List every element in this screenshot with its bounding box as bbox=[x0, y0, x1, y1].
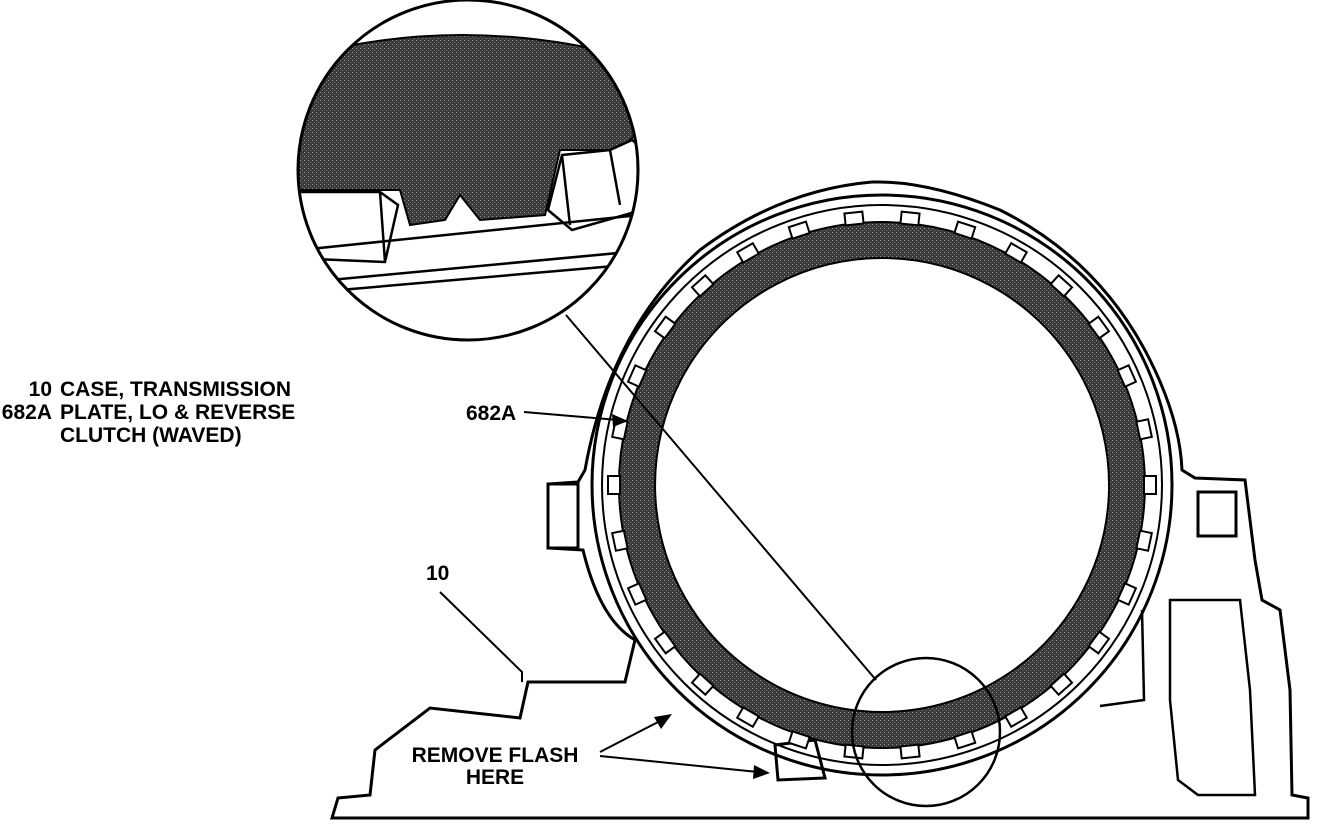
callout-682a-label: 682A bbox=[466, 402, 516, 425]
plate-lug bbox=[735, 241, 761, 264]
zoom-lug-left bbox=[298, 190, 400, 264]
remove-flash-leader-1 bbox=[599, 719, 663, 753]
plate-lug bbox=[1135, 529, 1154, 552]
callout-682a-leader bbox=[523, 411, 619, 421]
plate-lug bbox=[953, 730, 977, 750]
plate-lug bbox=[787, 730, 811, 750]
plate-lug bbox=[787, 220, 811, 240]
plate-lug bbox=[690, 672, 715, 697]
callout-10-label: 10 bbox=[426, 562, 449, 585]
plate-lug bbox=[653, 315, 677, 340]
legend-text: CASE, TRANSMISSION bbox=[60, 378, 292, 401]
callout-10-leader bbox=[439, 591, 523, 682]
remove-flash-label-line2: HERE bbox=[466, 766, 524, 789]
zoom-plate-section bbox=[298, 34, 638, 227]
legend-text: PLATE, LO & REVERSE bbox=[60, 401, 296, 424]
plate-lug bbox=[1116, 582, 1138, 606]
waved-clutch-plate bbox=[617, 221, 1146, 749]
plate-lug bbox=[899, 210, 921, 227]
plate-lug bbox=[690, 273, 715, 298]
zoom-lug-right bbox=[546, 138, 638, 232]
remove-flash-leader-2 bbox=[599, 755, 759, 773]
plate-lug bbox=[607, 475, 621, 495]
legend-item-682a: 682A PLATE, LO & REVERSE bbox=[0, 401, 296, 424]
remove-flash-arrowhead-1 bbox=[654, 714, 672, 729]
plate-lug bbox=[953, 220, 977, 240]
zoom-detail bbox=[296, 0, 640, 342]
plate-lug bbox=[1135, 418, 1154, 441]
case-bore-rings bbox=[590, 193, 1174, 777]
legend-number: 682A bbox=[1, 401, 52, 424]
plate-lug bbox=[1116, 364, 1138, 388]
plate-lug bbox=[610, 529, 629, 552]
detail-leader-line bbox=[565, 314, 877, 681]
legend-number: 10 bbox=[28, 378, 52, 401]
legend-item-10: 10 CASE, TRANSMISSION bbox=[0, 378, 295, 401]
plate-lug bbox=[843, 210, 865, 227]
legend-item-682a-cont: CLUTCH (WAVED) bbox=[0, 424, 295, 447]
plate-lug bbox=[1087, 315, 1111, 340]
plate-lug bbox=[735, 706, 761, 729]
plate-lug bbox=[1049, 672, 1074, 697]
plate-lug bbox=[626, 582, 648, 606]
plate-lug bbox=[653, 630, 677, 655]
remove-flash-label-line1: REMOVE FLASH bbox=[412, 744, 579, 767]
plate-lug bbox=[1003, 241, 1029, 264]
legend-text: CLUTCH (WAVED) bbox=[60, 424, 242, 447]
plate-lug bbox=[1143, 475, 1157, 495]
remove-flash-arrowhead-2 bbox=[753, 765, 770, 779]
detail-location-circle bbox=[850, 656, 1002, 808]
plate-lugs bbox=[607, 210, 1157, 760]
plate-lug bbox=[1049, 273, 1074, 298]
callout-682a-arrowhead bbox=[612, 414, 628, 427]
parts-legend: 10 CASE, TRANSMISSION 682A PLATE, LO & R… bbox=[0, 378, 296, 447]
plate-lug bbox=[899, 743, 921, 760]
plate-lug bbox=[1003, 706, 1029, 729]
plate-lug bbox=[626, 364, 648, 388]
plate-lug bbox=[1087, 630, 1111, 655]
zoom-circle-outline bbox=[296, 0, 640, 342]
